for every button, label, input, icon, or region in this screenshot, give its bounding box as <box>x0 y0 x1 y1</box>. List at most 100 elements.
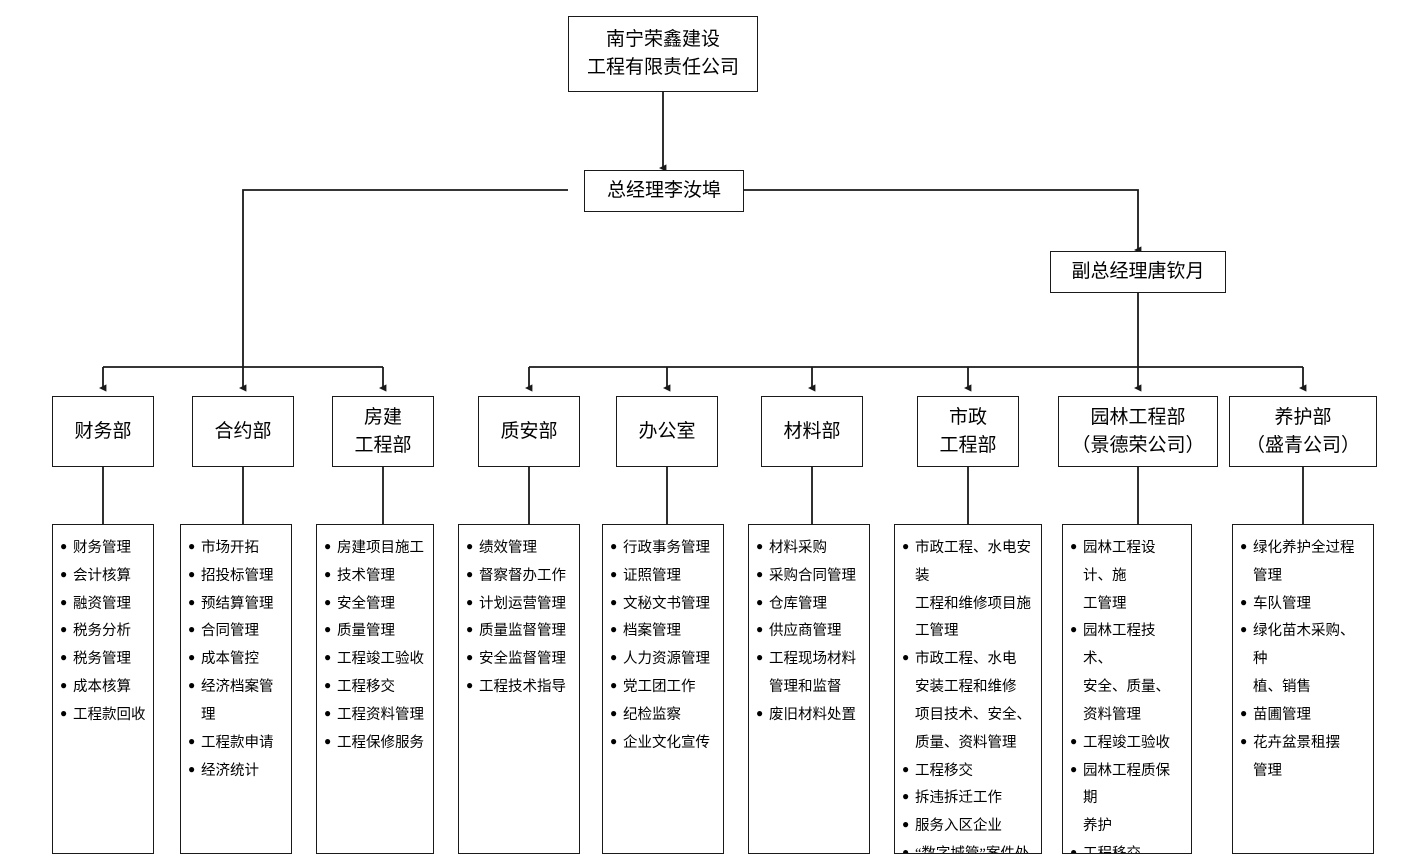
bullet-icon: ● <box>610 594 618 609</box>
duty-item: ●党工团工作 <box>610 674 716 702</box>
dept-label-housing-engineering: 房建 工程部 <box>354 406 412 456</box>
dept-box-contract[interactable]: 合约部 <box>192 396 294 467</box>
duty-item-label: 档案管理 <box>623 623 681 640</box>
bullet-icon: ● <box>466 594 474 609</box>
bullet-icon: ● <box>1070 761 1078 776</box>
duties-box-contract[interactable]: ●市场开拓●招投标管理●预结算管理●合同管理●成本管控●经济档案管理●工程款申请… <box>180 524 292 854</box>
bullet-icon: ● <box>324 594 332 609</box>
bullet-icon: ● <box>902 845 910 854</box>
duty-item: ●成本管控 <box>188 646 284 674</box>
duty-item: ●工程现场材料 管理和监督 <box>756 646 862 702</box>
duty-item-label: 拆违拆迁工作 <box>915 790 1002 807</box>
bullet-icon: ● <box>1240 733 1248 748</box>
duty-item-label: 市政工程、水电安装 工程和维修项目施 工管理 <box>915 540 1031 640</box>
dept-box-maintenance[interactable]: 养护部 （盛青公司） <box>1229 396 1377 467</box>
duty-item-label: 文秘文书管理 <box>623 595 710 612</box>
duty-item-label: 党工团工作 <box>623 679 696 696</box>
duty-item-label: 合同管理 <box>201 623 259 640</box>
duties-box-finance[interactable]: ●财务管理●会计核算●融资管理●税务分析●税务管理●成本核算●工程款回收 <box>52 524 154 854</box>
duty-item: ●技术管理 <box>324 563 426 591</box>
duty-item: ●工程移交 <box>1070 841 1184 854</box>
duty-item: ●工程技术指导 <box>466 674 572 702</box>
duty-item-label: 会计核算 <box>73 567 131 584</box>
duty-item-label: 质量管理 <box>337 623 395 640</box>
bullet-icon: ● <box>1070 622 1078 637</box>
bullet-icon: ● <box>188 650 196 665</box>
node-deputy-general-manager-label: 副总经理唐钦月 <box>1071 261 1205 283</box>
bullet-icon: ● <box>466 622 474 637</box>
dept-label-finance: 财务部 <box>74 420 132 442</box>
bullet-icon: ● <box>466 650 474 665</box>
node-root-company[interactable]: 南宁荣鑫建设 工程有限责任公司 <box>568 16 758 92</box>
duty-item: ●材料采购 <box>756 535 862 563</box>
duty-item-label: 税务分析 <box>73 623 131 640</box>
duty-item: ●绩效管理 <box>466 535 572 563</box>
bullet-icon: ● <box>610 539 618 553</box>
bullet-icon: ● <box>324 650 332 665</box>
bullet-icon: ● <box>60 650 68 665</box>
duty-item: ●经济统计 <box>188 758 284 786</box>
bullet-icon: ● <box>610 566 618 581</box>
dept-box-municipal-engineering[interactable]: 市政 工程部 <box>917 396 1019 467</box>
duty-item-label: 材料采购 <box>769 540 827 556</box>
dept-box-materials[interactable]: 材料部 <box>761 396 863 467</box>
duty-item: ● 安全管理 <box>324 591 426 619</box>
bullet-icon: ● <box>188 566 196 581</box>
bullet-icon: ● <box>756 594 764 609</box>
duties-box-office[interactable]: ●行政事务管理●证照管理●文秘文书管理●档案管理●人力资源管理●党工团工作●纪检… <box>602 524 724 854</box>
duty-item-label: 仓库管理 <box>769 595 827 612</box>
duty-item-label: 安全管理 <box>337 595 395 612</box>
duty-item: ●供应商管理 <box>756 618 862 646</box>
duties-list-housing-engineering: ●房建项目施工●技术管理●安全管理●质量管理●工程竣工验收●工程移交●工程资料管… <box>324 535 426 758</box>
duty-item: ●经济档案管理 <box>188 674 284 730</box>
bullet-icon: ● <box>902 650 910 665</box>
duty-item-label: 园林工程技术、 安全、质量、 资料管理 <box>1083 623 1170 723</box>
dept-box-finance[interactable]: 财务部 <box>52 396 154 467</box>
node-general-manager[interactable]: 总经理李汝埠 <box>584 170 744 212</box>
duties-box-housing-engineering[interactable]: ●房建项目施工●技术管理●安全管理●质量管理●工程竣工验收●工程移交●工程资料管… <box>316 524 434 854</box>
duty-item: ●工程保修服务 <box>324 730 426 758</box>
duties-box-landscape-engineering[interactable]: ●园林工程设计、施 工管理●园林工程技术、 安全、质量、 资料管理●工程竣工验收… <box>1062 524 1192 854</box>
duty-item-label: 纪检监察 <box>623 706 681 723</box>
bullet-icon: ● <box>188 678 196 693</box>
duty-item-label: 行政事务管理 <box>623 540 710 556</box>
duty-item-label: 园林工程质保期 养护 <box>1083 762 1170 835</box>
duty-item-label: 工程移交 <box>337 679 395 696</box>
node-deputy-general-manager[interactable]: 副总经理唐钦月 <box>1050 251 1226 293</box>
bullet-icon: ● <box>1240 622 1248 637</box>
dept-box-landscape-engineering[interactable]: 园林工程部 （景德荣公司） <box>1058 396 1218 467</box>
duty-item-label: 市政工程、水电 安装工程和维修 项目技术、安全、 质量、资料管理 <box>915 651 1031 751</box>
bullet-icon: ● <box>60 539 68 553</box>
dept-box-quality-safety[interactable]: 质安部 <box>478 396 580 467</box>
bullet-icon: ● <box>902 789 910 804</box>
duties-box-materials[interactable]: ●材料采购●采购合同管理●仓库管理●供应商管理●工程现场材料 管理和监督●废旧材… <box>748 524 870 854</box>
dept-label-contract: 合约部 <box>214 420 272 442</box>
duty-item-label: 工程技术指导 <box>479 679 566 696</box>
duty-item: ●工程资料管理 <box>324 702 426 730</box>
bullet-icon: ● <box>324 733 332 748</box>
duty-item-label: 工程移交 <box>915 762 973 779</box>
duties-box-quality-safety[interactable]: ●绩效管理●督察督办工作●计划运营管理●质量监督管理●安全监督管理●工程技术指导 <box>458 524 580 854</box>
bullet-icon: ● <box>188 594 196 609</box>
dept-box-housing-engineering[interactable]: 房建 工程部 <box>332 396 434 467</box>
bullet-icon: ● <box>756 622 764 637</box>
bullet-icon: ● <box>188 622 196 637</box>
dept-box-office[interactable]: 办公室 <box>616 396 718 467</box>
duty-item-label: “数字城管”案件处 理 <box>915 846 1029 853</box>
duty-item: ●计划运营管理 <box>466 591 572 619</box>
duty-item: ●市政工程、水电安装 工程和维修项目施 工管理 <box>902 535 1034 646</box>
bullet-icon: ● <box>756 705 764 720</box>
duty-item: ● 档案管理 <box>610 618 716 646</box>
bullet-icon: ● <box>610 622 618 637</box>
duties-box-maintenance[interactable]: ●绿化养护全过程 管理●车队管理●绿化苗木采购、种 植、销售●苗圃管理●花卉盆景… <box>1232 524 1374 854</box>
bullet-icon: ● <box>60 622 68 637</box>
duty-item: ●工程移交 <box>324 674 426 702</box>
duty-item: ● 拆违拆迁工作 <box>902 785 1034 813</box>
duty-item: ●采购合同管理 <box>756 563 862 591</box>
duty-item: ●融资管理 <box>60 591 146 619</box>
bullet-icon: ● <box>1070 845 1078 854</box>
bullet-icon: ● <box>60 594 68 609</box>
duty-item-label: 质量监督管理 <box>479 623 566 640</box>
duties-box-municipal-engineering[interactable]: ●市政工程、水电安装 工程和维修项目施 工管理●市政工程、水电 安装工程和维修 … <box>894 524 1042 854</box>
